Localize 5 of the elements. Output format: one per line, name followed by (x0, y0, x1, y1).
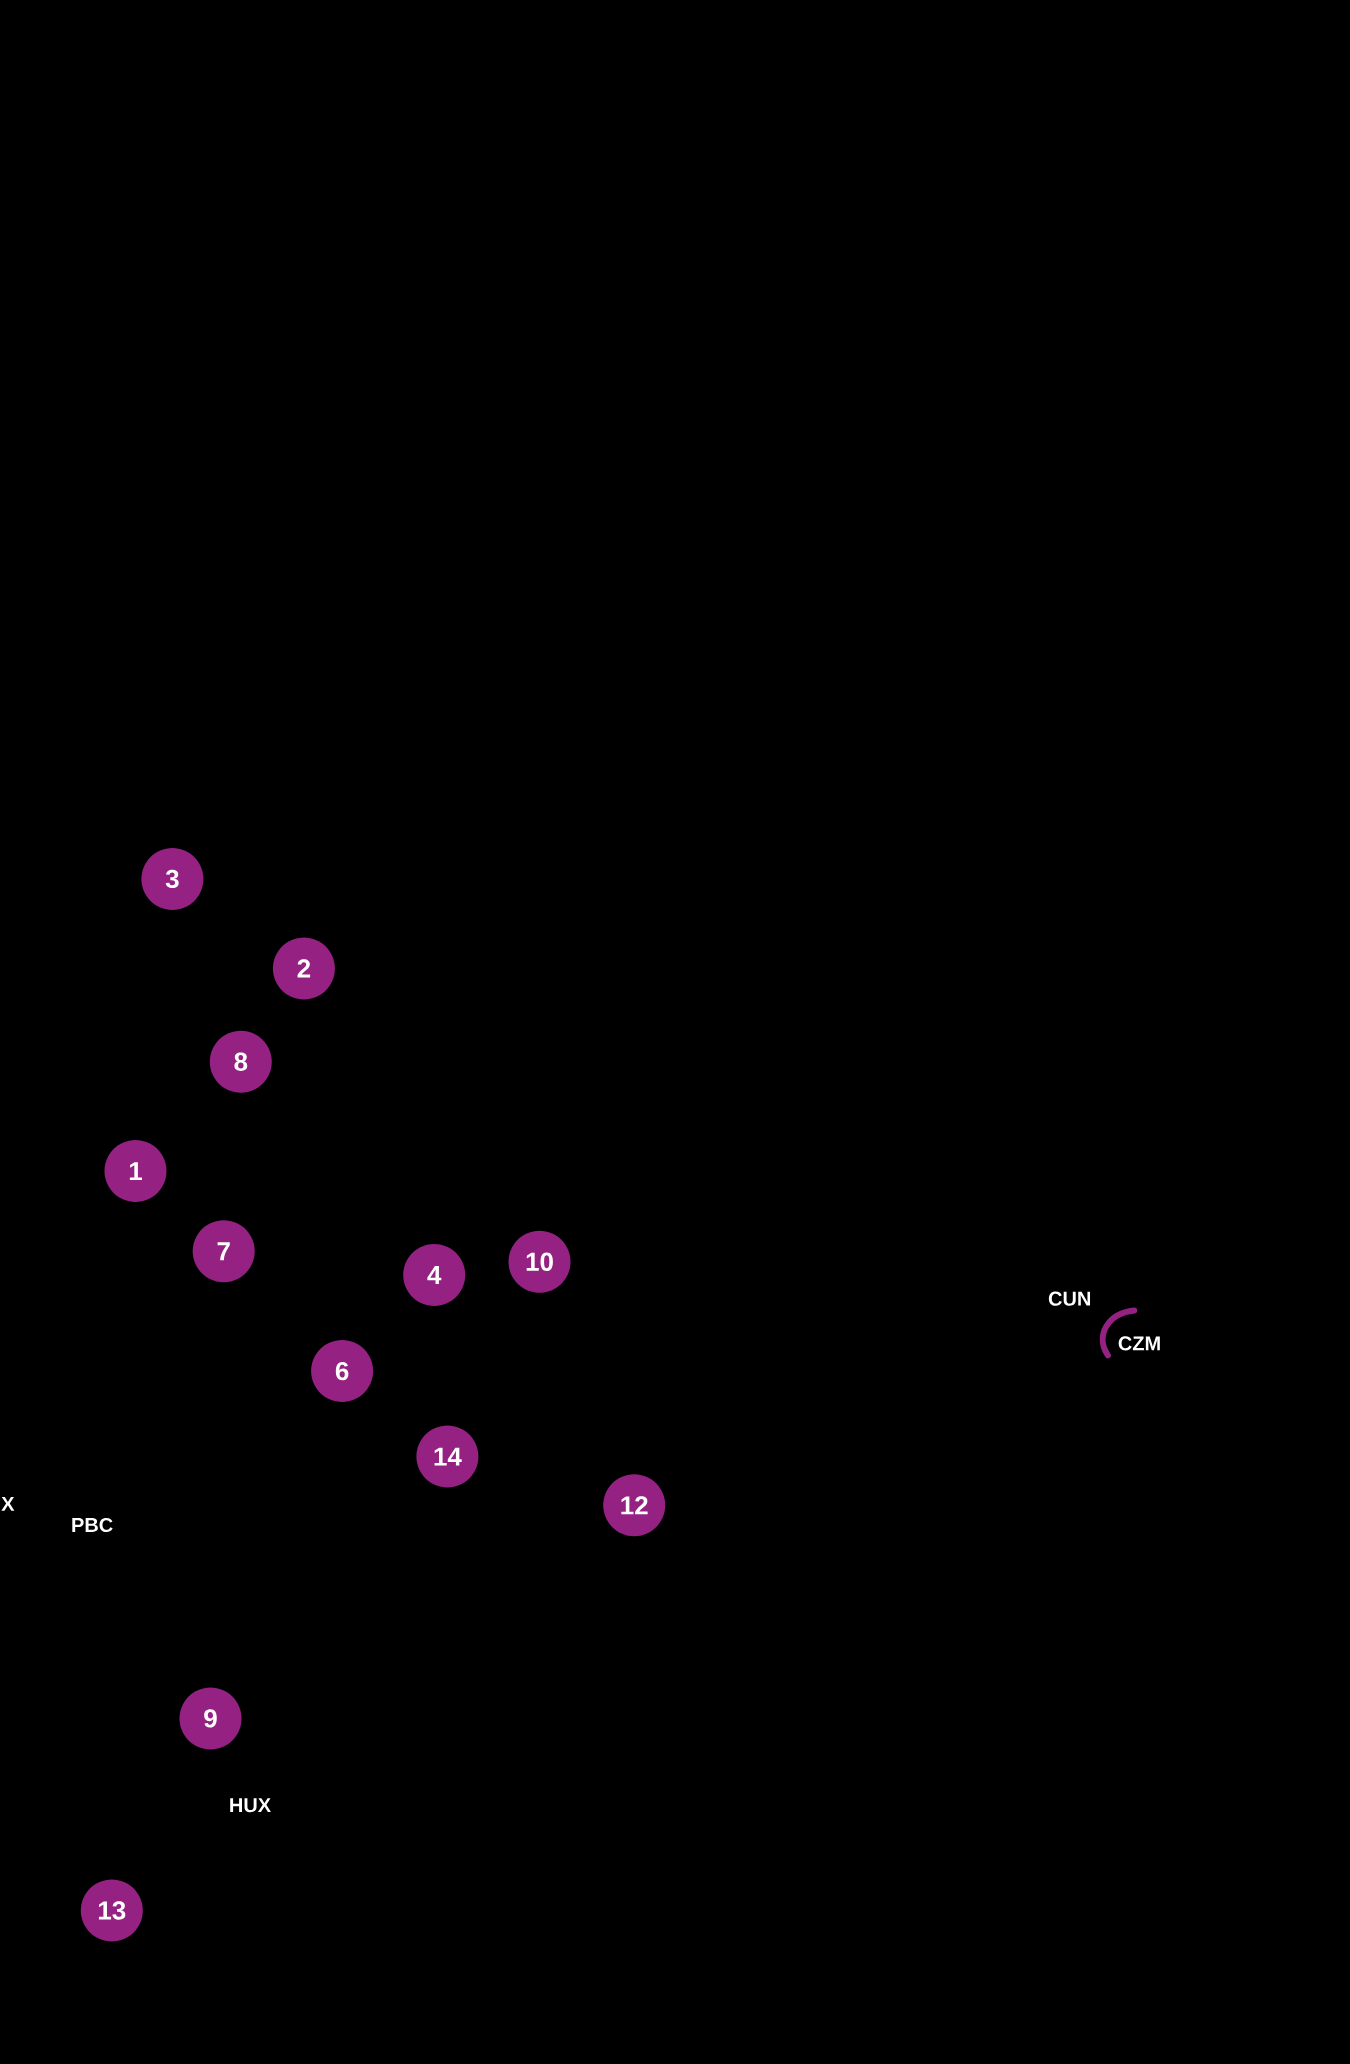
place-label: CZM (1118, 1336, 1160, 1351)
place-label: CUN (1048, 1291, 1090, 1306)
place-label: PBC (72, 1517, 113, 1533)
place-label: HUX (230, 1798, 271, 1813)
place-label: X (1, 1497, 15, 1511)
